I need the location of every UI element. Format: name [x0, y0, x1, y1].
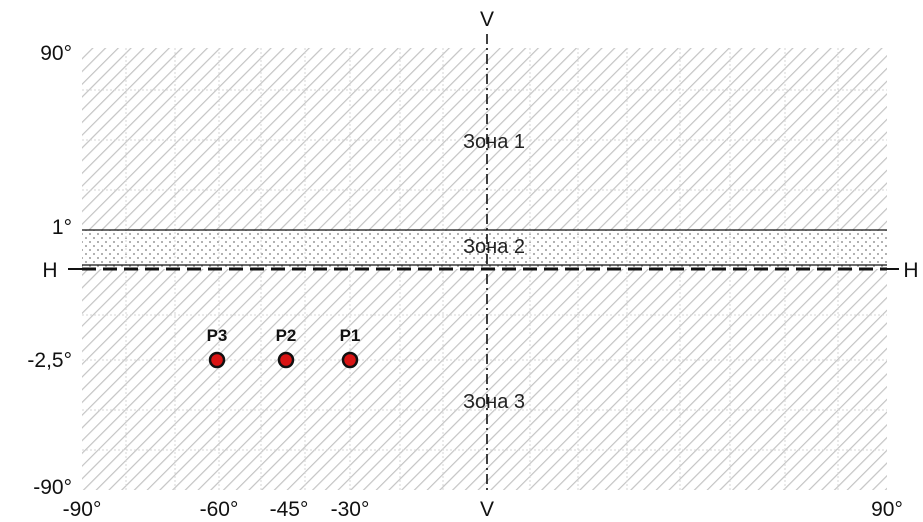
point-marker-p1: [341, 351, 359, 369]
y-tick-90: 90°: [40, 42, 72, 65]
point-marker-p2: [277, 351, 295, 369]
x-tick-minus-60: -60°: [200, 498, 239, 521]
points-layer: P3 P2 P1: [207, 326, 361, 369]
x-tick-minus-30: -30°: [331, 498, 370, 521]
point-label-p3: P3: [207, 326, 228, 345]
point-label-p2: P2: [276, 326, 297, 345]
zone-2-label: Зона 2: [463, 236, 525, 258]
x-tick-minus-45: -45°: [270, 498, 309, 521]
x-tick-minus-90: -90°: [63, 498, 102, 521]
zone-1-label: Зона 1: [463, 131, 525, 153]
point-marker-p3: [208, 351, 226, 369]
y-tick-minus-90: -90°: [33, 476, 72, 499]
point-label-p1: P1: [340, 326, 361, 345]
zone-1-area: [82, 48, 887, 230]
zone-3-area: [82, 269, 887, 490]
v-top-label: V: [480, 8, 494, 31]
v-bottom-label: V: [480, 498, 494, 521]
zone-3-label: Зона 3: [463, 391, 525, 413]
y-tick-minus-2-5: -2,5°: [27, 349, 72, 372]
h-left-label: H: [42, 259, 57, 282]
h-right-label: H: [903, 259, 918, 282]
y-tick-1: 1°: [52, 216, 72, 239]
zone-2-area: [82, 230, 887, 269]
x-tick-90: 90°: [871, 498, 903, 521]
